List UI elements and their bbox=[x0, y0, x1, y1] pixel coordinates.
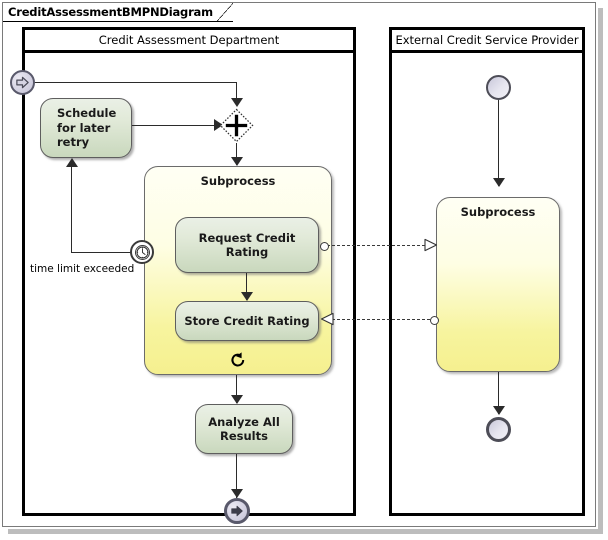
flow-start-to-gateway-arrowhead bbox=[231, 98, 243, 107]
flow-analyze-to-end bbox=[236, 454, 238, 498]
flow-request-to-store-arrowhead bbox=[241, 292, 253, 301]
diagram-name-label: CreditAssessmentBMPNDiagram bbox=[8, 5, 213, 19]
flow-right-start-to-subprocess bbox=[497, 100, 499, 186]
pool-header-credit-assessment-department: Credit Assessment Department bbox=[22, 27, 356, 53]
parallel-gateway-glyph bbox=[219, 108, 254, 143]
task-schedule-line-3: retry bbox=[57, 135, 90, 150]
task-analyze-line-2: Results bbox=[220, 429, 268, 443]
flow-analyze-to-end-arrowhead bbox=[231, 489, 243, 498]
flow-gateway-to-subprocess bbox=[236, 143, 238, 165]
subprocess-right-title: Subprocess bbox=[460, 205, 536, 219]
flow-gateway-to-subprocess-arrowhead bbox=[231, 157, 243, 166]
canvas-shadow-right bbox=[598, 8, 603, 534]
parallel-gateway-icon[interactable] bbox=[219, 108, 254, 143]
flow-subprocess-to-analyze bbox=[236, 375, 238, 403]
flow-right-subprocess-to-end-arrowhead bbox=[492, 406, 505, 415]
canvas-shadow-bottom bbox=[8, 529, 600, 534]
flow-schedule-to-gateway bbox=[132, 124, 216, 126]
flow-timer-to-schedule-h bbox=[71, 251, 131, 253]
signal-end-arrow-glyph bbox=[231, 505, 243, 517]
message-flow-arrowhead-1 bbox=[424, 238, 438, 252]
diagram-name-tab-slant-edge bbox=[217, 3, 233, 22]
task-analyze-line-1: Analyze All bbox=[208, 414, 280, 429]
message-flow-source-marker-1 bbox=[320, 241, 329, 251]
pool-label-credit-assessment-department: Credit Assessment Department bbox=[98, 33, 280, 47]
edge-label-time-limit-exceeded: time limit exceeded bbox=[30, 263, 135, 275]
flow-start-to-gateway-v bbox=[236, 81, 238, 101]
message-flow-request-to-provider[interactable] bbox=[327, 245, 435, 246]
task-schedule-for-later-retry[interactable]: Schedule for later retry bbox=[40, 98, 132, 158]
diagram-name-tab[interactable]: CreditAssessmentBMPNDiagram bbox=[3, 3, 218, 22]
task-analyze-all-results[interactable]: Analyze All Results bbox=[195, 404, 293, 454]
end-event-icon[interactable] bbox=[486, 417, 511, 442]
flow-schedule-to-gateway-arrowhead bbox=[214, 119, 223, 131]
signal-start-event-icon[interactable] bbox=[10, 70, 35, 95]
flow-timer-to-schedule-v bbox=[71, 166, 73, 252]
message-flow-provider-to-store[interactable] bbox=[327, 319, 435, 320]
subprocess-left-title: Subprocess bbox=[200, 174, 276, 188]
flow-right-start-to-subprocess-arrowhead bbox=[492, 178, 505, 187]
start-event-icon[interactable] bbox=[486, 75, 511, 100]
signal-end-event-icon[interactable] bbox=[224, 498, 250, 524]
task-schedule-line-2: for later bbox=[57, 120, 111, 135]
task-store-label: Store Credit Rating bbox=[184, 313, 310, 328]
pool-label-external-credit-service-provider: External Credit Service Provider bbox=[395, 33, 579, 47]
loop-marker-icon bbox=[228, 350, 248, 370]
pool-header-external-credit-service-provider: External Credit Service Provider bbox=[389, 27, 585, 53]
timer-clock-glyph bbox=[136, 246, 148, 258]
message-flow-source-marker-2 bbox=[430, 315, 439, 325]
signal-arrow-glyph bbox=[16, 76, 29, 89]
loop-marker-glyph bbox=[231, 352, 245, 367]
task-request-line-2: Rating bbox=[225, 245, 269, 259]
subprocess-right[interactable]: Subprocess bbox=[436, 197, 560, 372]
task-schedule-line-1: Schedule bbox=[57, 106, 117, 121]
flow-request-to-store bbox=[246, 273, 248, 300]
flow-timer-to-schedule-arrowhead bbox=[66, 158, 78, 167]
message-flow-arrowhead-2 bbox=[320, 312, 334, 326]
flow-subprocess-to-analyze-arrowhead bbox=[231, 395, 243, 404]
flow-start-to-gateway-h bbox=[34, 81, 237, 83]
timer-event-icon[interactable] bbox=[130, 240, 154, 264]
task-store-credit-rating[interactable]: Store Credit Rating bbox=[175, 301, 319, 341]
task-request-line-1: Request Credit bbox=[198, 230, 296, 245]
flow-right-subprocess-to-end bbox=[497, 372, 499, 414]
task-request-credit-rating[interactable]: Request Credit Rating bbox=[175, 217, 319, 273]
